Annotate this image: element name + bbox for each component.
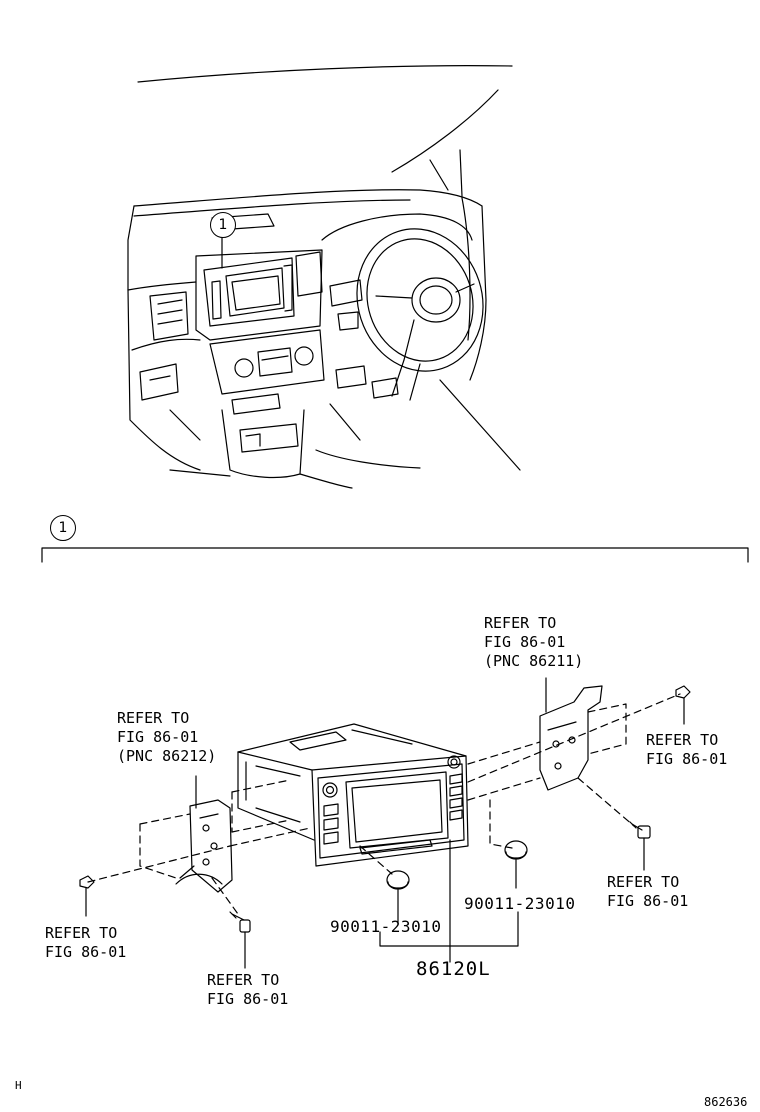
cushion-left bbox=[386, 870, 410, 890]
left-bracket bbox=[175, 775, 233, 893]
refer-label-right-lower: REFER TO FIG 86-01 bbox=[607, 873, 688, 911]
callout-section: 1 bbox=[50, 515, 76, 541]
refer-label-left-bottom: REFER TO FIG 86-01 bbox=[45, 924, 126, 962]
bolt-lower-right bbox=[629, 821, 651, 871]
bolt-lower-center bbox=[229, 911, 251, 969]
refer-label-top-right: REFER TO FIG 86-01 (PNC 86211) bbox=[484, 614, 583, 671]
part-number-leaders bbox=[379, 839, 519, 963]
part-number-screw-left: 90011-23010 bbox=[330, 917, 442, 936]
drawing-number: 862636 bbox=[704, 1095, 748, 1109]
mounting-dashed-lines bbox=[87, 693, 681, 915]
refer-line: REFER TO bbox=[646, 731, 719, 749]
section-frame-line bbox=[41, 547, 749, 563]
screw-left bbox=[79, 875, 95, 917]
screw-upper-right bbox=[675, 685, 691, 725]
refer-line: (PNC 86212) bbox=[117, 747, 217, 765]
right-bracket bbox=[539, 677, 603, 791]
refer-line: FIG 86-01 bbox=[607, 892, 689, 910]
refer-line: REFER TO bbox=[207, 971, 280, 989]
refer-line: REFER TO bbox=[45, 924, 118, 942]
corner-mark: H bbox=[15, 1079, 22, 1092]
refer-line: REFER TO bbox=[117, 709, 190, 727]
cushion-right bbox=[504, 840, 528, 860]
head-unit-assembly bbox=[237, 723, 469, 867]
refer-line: FIG 86-01 bbox=[646, 750, 728, 768]
refer-line: REFER TO bbox=[607, 873, 680, 891]
refer-line: FIG 86-01 bbox=[45, 943, 127, 961]
refer-label-right-upper: REFER TO FIG 86-01 bbox=[646, 731, 727, 769]
refer-label-top-left: REFER TO FIG 86-01 (PNC 86212) bbox=[117, 709, 216, 766]
refer-line: (PNC 86211) bbox=[484, 652, 584, 670]
refer-line: FIG 86-01 bbox=[484, 633, 566, 651]
refer-line: REFER TO bbox=[484, 614, 557, 632]
refer-label-center-bottom: REFER TO FIG 86-01 bbox=[207, 971, 288, 1009]
refer-line: FIG 86-01 bbox=[117, 728, 199, 746]
part-number-screw-right: 90011-23010 bbox=[464, 894, 576, 913]
refer-line: FIG 86-01 bbox=[207, 990, 289, 1008]
callout-overview: 1 bbox=[210, 212, 236, 238]
dashboard-overview-illustration bbox=[127, 65, 521, 489]
part-number-assembly: 86120L bbox=[416, 958, 491, 980]
